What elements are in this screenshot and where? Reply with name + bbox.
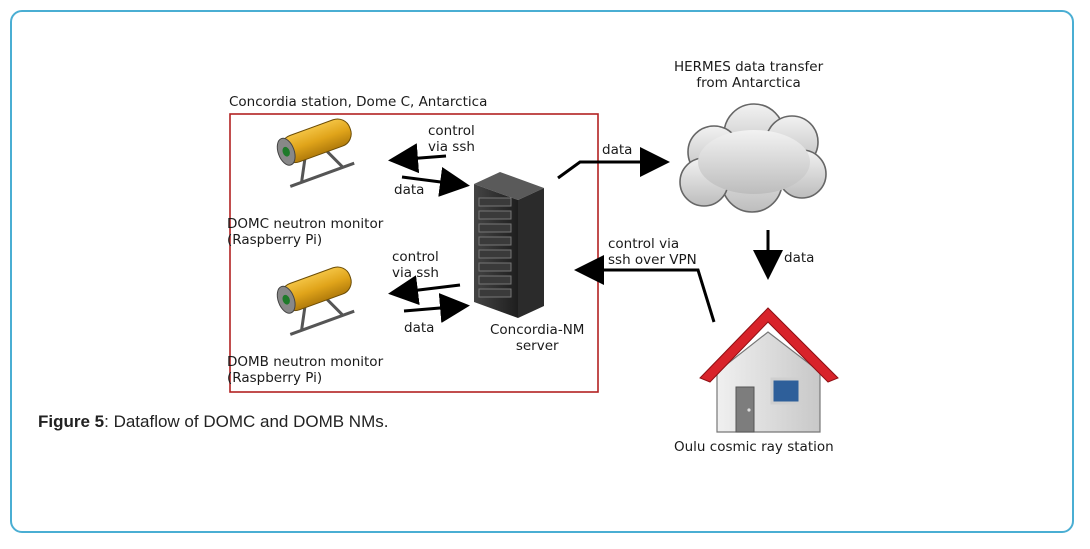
- data-arrow-domb: [403, 293, 470, 323]
- data-arrow-domc: [401, 167, 470, 197]
- domc-detector-icon: [276, 118, 355, 188]
- control-arrow-domc: [388, 143, 447, 174]
- domc-monitor-label: DOMC neutron monitor (Raspberry Pi): [227, 216, 384, 248]
- domc-data-label: data: [394, 182, 425, 198]
- site-box: [229, 113, 599, 393]
- data-arrow-server-cloud: [557, 147, 670, 180]
- site-box-title: Concordia station, Dome C, Antarctica: [229, 94, 488, 110]
- domb-monitor-label: DOMB neutron monitor (Raspberry Pi): [227, 354, 384, 386]
- server-cloud-data-label: data: [602, 142, 633, 158]
- figure-number: Figure 5: [38, 412, 105, 431]
- dataflow-diagram: [229, 103, 839, 433]
- station-server-control-label: control via ssh over VPN: [608, 236, 697, 268]
- server-label: Concordia-NM server: [490, 322, 585, 354]
- server-rack-icon: [474, 172, 544, 318]
- house-icon: [699, 307, 839, 433]
- control-arrow-station-server: [574, 255, 716, 323]
- domc-control-label: control via ssh: [428, 123, 475, 155]
- control-arrow-domb: [388, 275, 461, 306]
- domb-detector-icon: [276, 266, 355, 336]
- domb-control-label: control via ssh: [392, 249, 439, 281]
- figure-frame: Concordia station, Dome C, Antarctica co…: [10, 10, 1074, 533]
- station-label: Oulu cosmic ray station: [674, 439, 834, 455]
- figure-caption: Figure 5: Dataflow of DOMC and DOMB NMs.: [38, 412, 388, 432]
- domb-data-label: data: [404, 320, 435, 336]
- cloud-icon: [679, 103, 827, 213]
- cloud-station-data-label: data: [784, 250, 815, 266]
- figure-caption-text: : Dataflow of DOMC and DOMB NMs.: [104, 412, 389, 431]
- cloud-label: HERMES data transfer from Antarctica: [674, 59, 824, 91]
